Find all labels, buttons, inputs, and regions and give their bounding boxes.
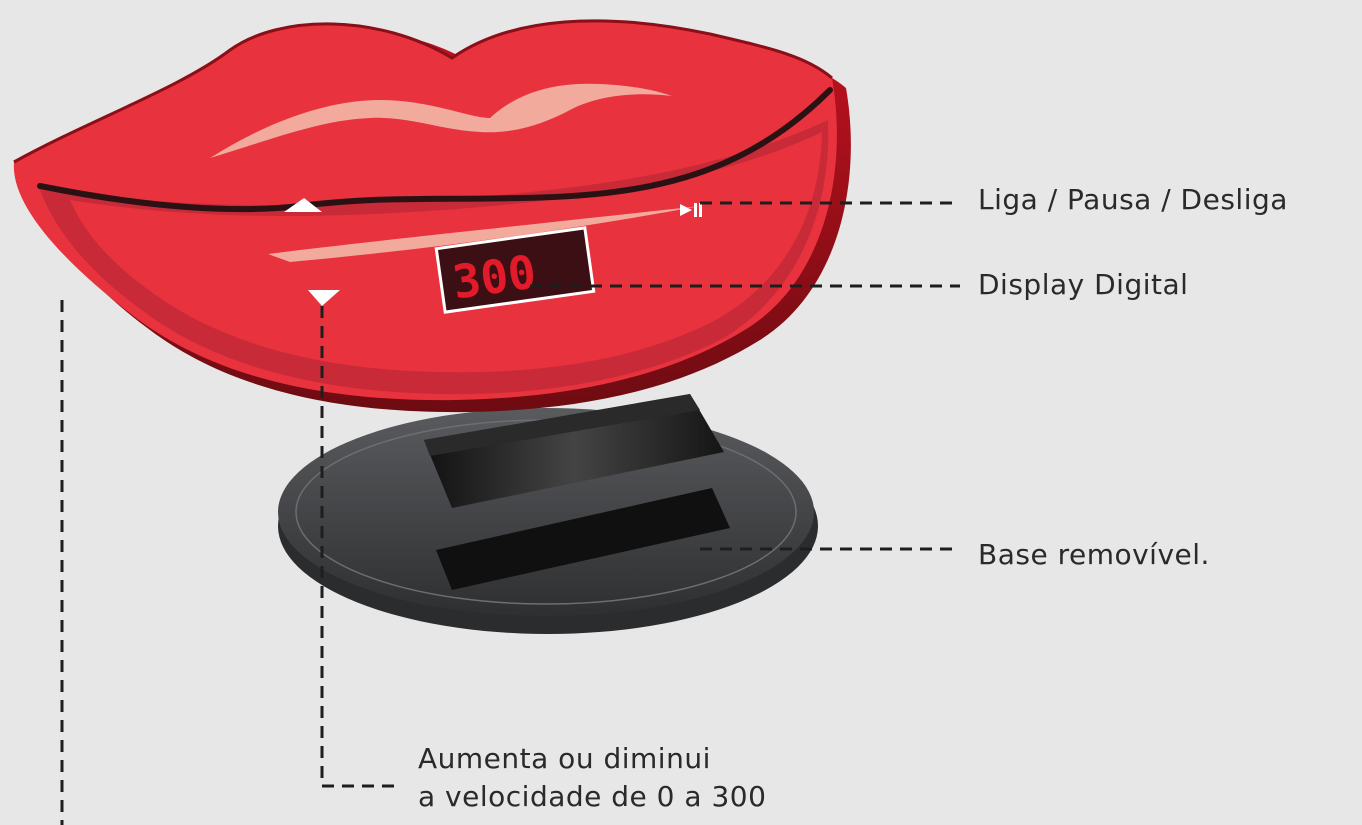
- lower-lip-highlight: [268, 206, 700, 262]
- callout-base: Base removível.: [978, 538, 1210, 571]
- play-pause-icon[interactable]: [680, 203, 702, 217]
- callout-speed-line2: a velocidade de 0 a 300: [418, 779, 767, 813]
- upper-lip-highlight: [210, 83, 672, 158]
- callout-speed: Aumenta ou diminui a velocidade de 0 a 3…: [418, 740, 766, 816]
- support-block: [424, 394, 724, 508]
- display-value: 300: [449, 244, 539, 309]
- callout-power: Liga / Pausa / Desliga: [978, 183, 1288, 216]
- lips-body: [13, 19, 851, 413]
- digital-display: 300: [434, 226, 596, 314]
- triangle-up-icon[interactable]: [284, 198, 322, 212]
- callout-speed-line1: Aumenta ou diminui: [418, 742, 711, 775]
- base-slot: [436, 488, 730, 590]
- leader-lines: [60, 201, 960, 825]
- triangle-down-icon[interactable]: [308, 290, 340, 306]
- callout-display: Display Digital: [978, 268, 1189, 301]
